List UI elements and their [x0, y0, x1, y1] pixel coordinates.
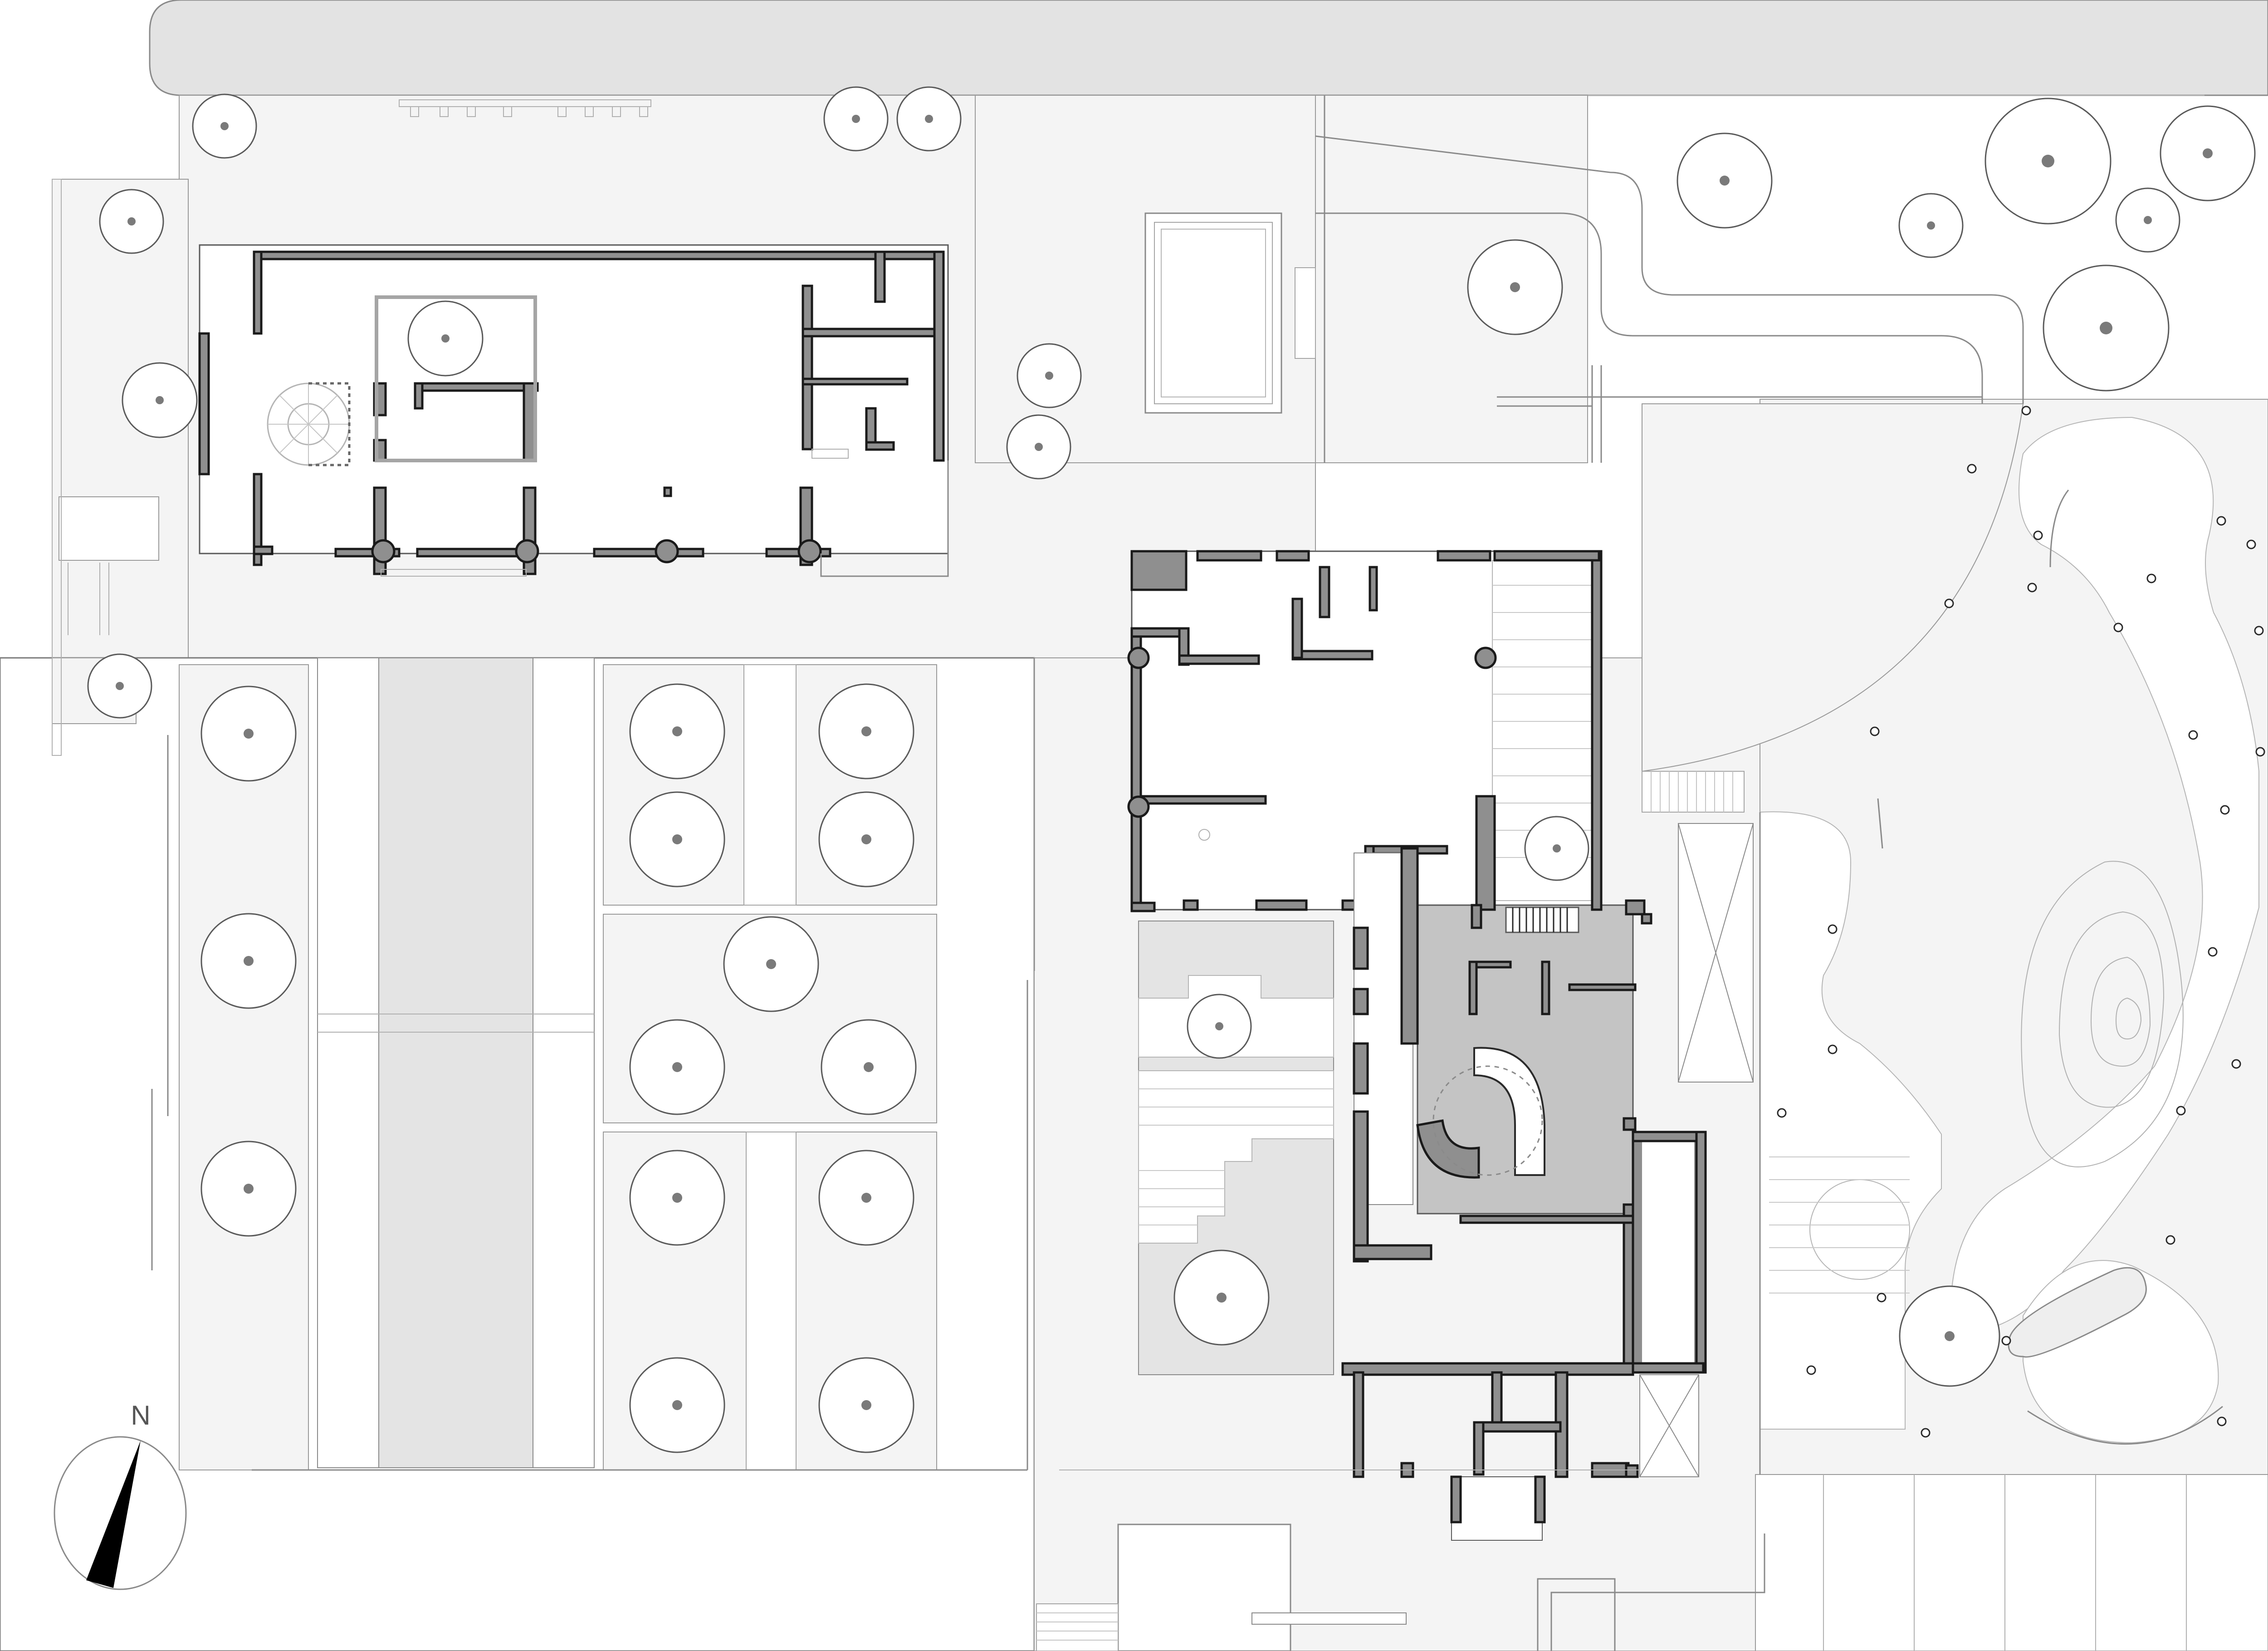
right-fence	[1823, 1475, 2187, 1651]
tree	[629, 1019, 725, 1115]
bottom-structures	[1036, 1470, 1765, 1651]
tree	[821, 1019, 917, 1115]
main-house	[1127, 550, 1707, 1541]
tree	[1467, 239, 1563, 335]
tree	[1187, 994, 1252, 1059]
tree	[818, 683, 914, 779]
tree	[2115, 187, 2180, 253]
tree	[1984, 98, 2112, 225]
pool	[1144, 212, 1316, 414]
side-stairs	[1639, 771, 1761, 1477]
tree	[629, 1357, 725, 1453]
tree	[407, 300, 484, 377]
tree	[818, 791, 914, 887]
tree	[1017, 343, 1082, 408]
tree	[2160, 105, 2256, 201]
tree	[1898, 193, 1964, 258]
tree	[629, 791, 725, 887]
tree	[200, 913, 297, 1009]
north-arrow: N	[54, 1400, 187, 1590]
tree	[1677, 132, 1773, 229]
tree	[823, 86, 889, 152]
tree	[192, 93, 257, 159]
pavilion-building	[198, 244, 949, 577]
tree	[1524, 816, 1589, 881]
tree	[1006, 414, 1071, 480]
parking-strip	[399, 99, 651, 117]
tree	[200, 1141, 297, 1237]
tree	[87, 653, 152, 719]
road	[149, 0, 2268, 96]
tree	[1899, 1285, 2000, 1387]
north-label: N	[131, 1400, 150, 1431]
garden-area	[1642, 403, 2259, 1445]
tree	[723, 916, 819, 1012]
tree	[200, 686, 297, 782]
tree	[2043, 265, 2170, 392]
tree	[122, 362, 198, 438]
lower-left-gardens	[151, 657, 1035, 1471]
tree	[99, 189, 164, 254]
tree	[629, 683, 725, 779]
garden-lamps	[1777, 406, 2265, 1438]
tree	[896, 86, 962, 152]
tree	[629, 1150, 725, 1246]
tree	[1173, 1249, 1270, 1346]
tree	[818, 1150, 914, 1246]
tree	[818, 1357, 914, 1453]
pathway	[1315, 95, 2024, 463]
trees	[87, 86, 2256, 1453]
